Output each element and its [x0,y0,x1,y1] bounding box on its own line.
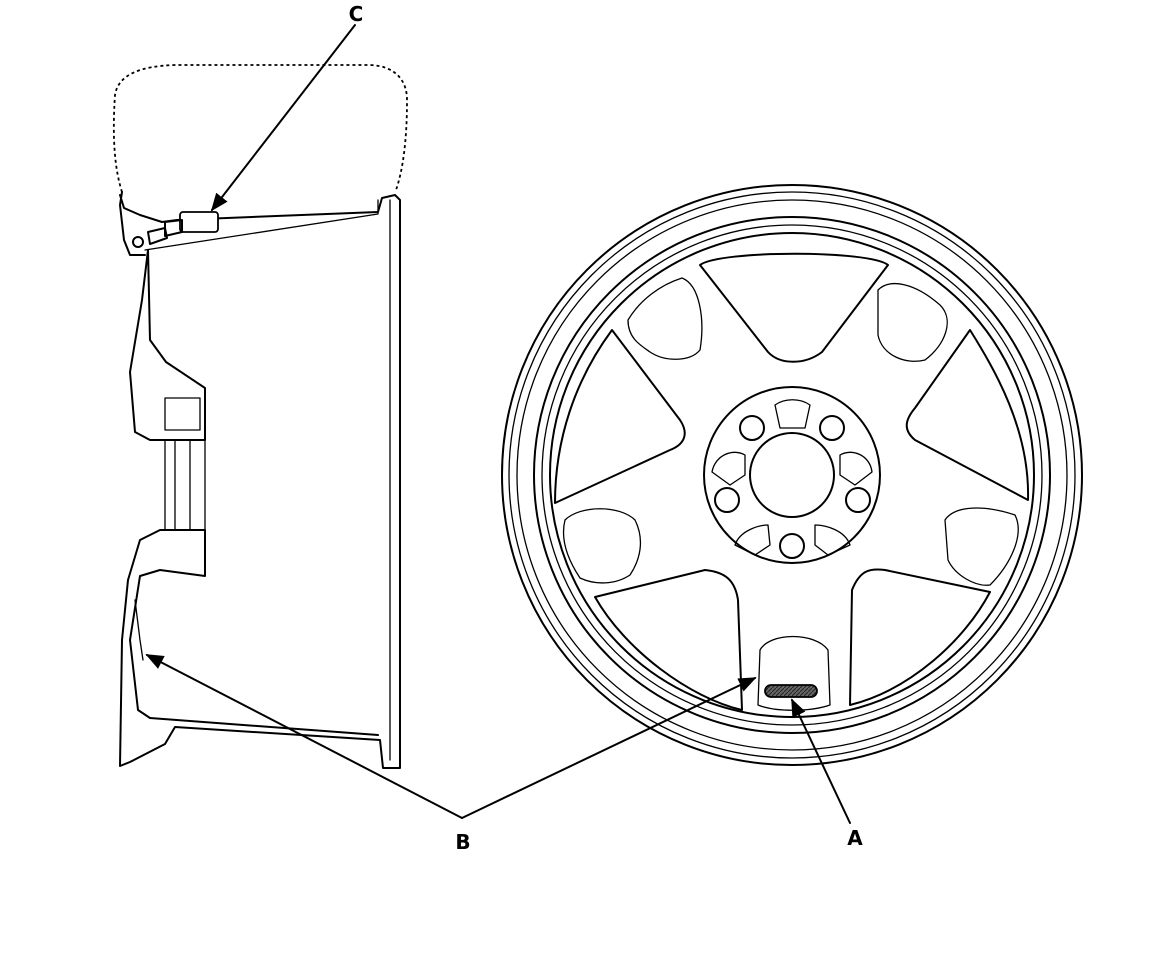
rim-barrel [119,194,401,769]
hub-pockets [711,399,873,556]
label-c: C [349,2,364,26]
lug-holes [714,415,871,559]
tire-outer-circle [501,184,1083,766]
wheel-front-view [501,184,1083,766]
center-bore [749,432,835,518]
label-a: A [847,826,863,850]
callout-c: C [210,2,364,212]
rim-lip-circle [533,216,1051,734]
hub-slot [164,439,206,531]
hub-circle [703,386,881,564]
wheel-windows [554,252,1030,711]
rim-inner-wall [129,249,206,441]
rim-barrel-inner-line [144,199,379,251]
callout-b: B [145,654,757,854]
callout-a: A [791,698,863,850]
tire-outline [112,64,408,193]
wheel-side-view [112,64,408,769]
rim-inner-circle [549,232,1035,718]
label-b: B [455,830,470,854]
rim-pockets [562,277,1019,711]
tpms-sensor-side [132,211,219,248]
rim-flange-left [119,191,146,256]
tpms-label-mark [764,684,818,698]
